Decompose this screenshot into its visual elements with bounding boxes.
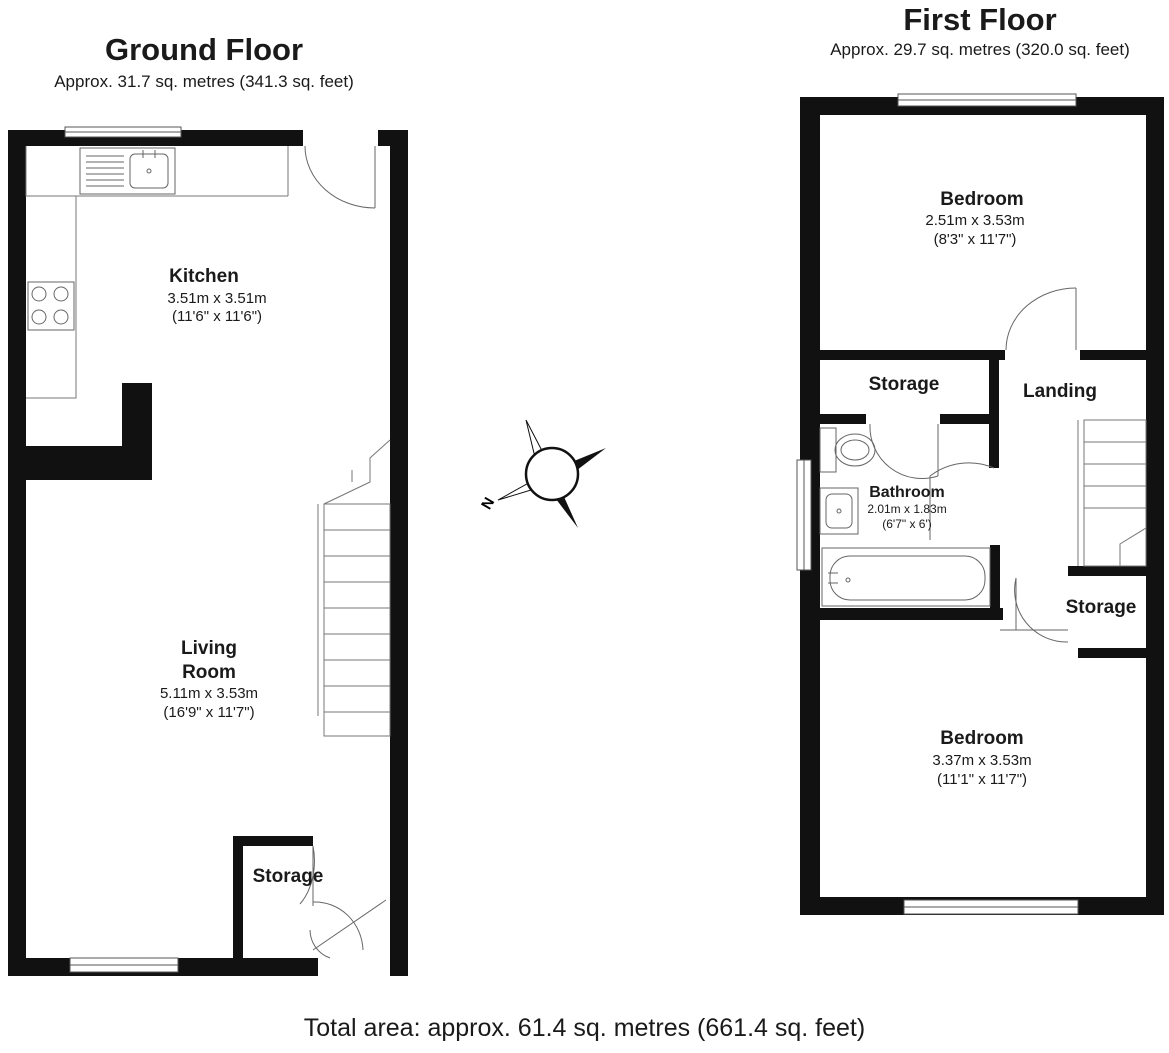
bedroom-bottom-dimensions-metric: 3.37m x 3.53m [932,752,1031,769]
first-floor-stairs [1077,419,1147,567]
kitchen-dimensions-imperial: (11'6" x 11'6") [172,308,262,325]
total-area: Total area: approx. 61.4 sq. metres (661… [303,1014,866,1042]
living-room-dimensions-imperial: (16'9" x 11'7") [163,704,254,721]
bathroom-window [796,459,812,571]
ground-floor-walls [8,130,408,976]
hob-icon [27,281,75,331]
first-floor-title: First Floor [903,2,1057,37]
back-door [304,145,376,209]
storage-side-label: Storage [1066,597,1137,618]
living-room-label-line1: Living [181,638,237,659]
storage-doors [299,845,387,959]
landing-label: Landing [1023,381,1097,402]
bedroom-bottom-window [903,899,1079,915]
first-floor-plan: Bedroom 2.51m x 3.53m (8'3" x 11'7") Sto… [796,93,1164,915]
living-room-window [69,957,179,973]
kitchen-counters [25,146,289,399]
toilet-icon [819,427,876,473]
bath-icon [821,547,991,607]
bathroom-dimensions-imperial: (6'7" x 6') [882,517,932,531]
bedroom-top-dimensions-imperial: (8'3" x 11'7") [934,231,1017,248]
ground-storage-label: Storage [253,866,324,887]
kitchen-window [64,126,182,138]
storage-top-label: Storage [869,374,940,395]
bedroom-bottom-label: Bedroom [940,728,1023,749]
bedroom-top-dimensions-metric: 2.51m x 3.53m [925,212,1024,229]
compass-north-label: N [478,495,498,513]
first-floor-area: Approx. 29.7 sq. metres (320.0 sq. feet) [830,40,1130,59]
bathroom-label: Bathroom [869,484,945,501]
ground-floor-plan: Kitchen 3.51m x 3.51m (11'6" x 11'6") Li… [8,126,408,976]
kitchen-dimensions-metric: 3.51m x 3.51m [167,290,266,307]
kitchen-label: Kitchen [169,266,239,287]
ground-floor-area: Approx. 31.7 sq. metres (341.3 sq. feet) [54,72,354,91]
first-floor-doors [869,287,1077,643]
bedroom-top-label: Bedroom [940,189,1023,210]
living-room-dimensions-metric: 5.11m x 3.53m [160,685,258,702]
living-room-label-line2: Room [182,662,236,683]
compass-icon: N [478,419,606,528]
basin-icon [819,487,859,535]
ground-floor-stairs [317,439,391,737]
bathroom-dimensions-metric: 2.01m x 1.83m [867,502,946,516]
sink-icon [79,147,176,195]
bedroom-bottom-dimensions-imperial: (11'1" x 11'7") [937,771,1027,788]
bedroom-top-window [897,93,1077,107]
ground-floor-title: Ground Floor [104,32,304,67]
